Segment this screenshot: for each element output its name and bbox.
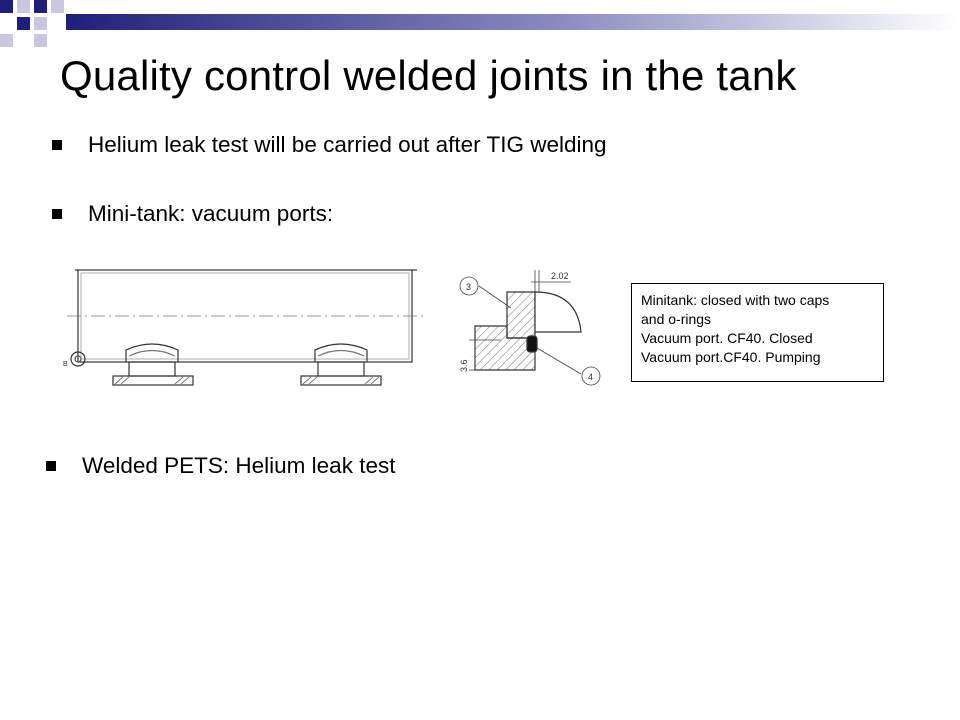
- bullet-square-icon: [46, 461, 56, 471]
- bullet-text: Helium leak test will be carried out aft…: [88, 132, 607, 157]
- note-line: and o-rings: [641, 311, 712, 327]
- deco-square: [34, 0, 47, 13]
- tank-drawing: B: [57, 258, 437, 396]
- deco-square: [34, 17, 47, 30]
- bullet-helium-test: Helium leak test will be carried out aft…: [52, 132, 607, 158]
- dim-label-side: 3.6: [459, 359, 469, 372]
- detail-letter: B: [63, 361, 68, 368]
- note-line: Vacuum port.CF40. Pumping: [641, 349, 821, 365]
- deco-square: [0, 34, 13, 47]
- bullet-text: Welded PETS: Helium leak test: [82, 453, 396, 478]
- deco-square: [0, 0, 13, 13]
- bullet-text: Mini-tank: vacuum ports:: [88, 201, 334, 226]
- deco-square: [51, 0, 64, 13]
- deco-gradient-bar: [66, 14, 960, 30]
- bullet-welded-pets: Welded PETS: Helium leak test: [46, 453, 395, 479]
- corner-decoration: [0, 0, 960, 47]
- deco-square: [17, 17, 30, 30]
- callout-3: 3: [466, 282, 471, 292]
- bullet-square-icon: [52, 209, 62, 219]
- seal-detail-drawing: 2.02 3.6 3 4: [441, 256, 621, 392]
- callout-4: 4: [588, 372, 593, 382]
- minitank-note-box: Minitank: closed with two caps and o-rin…: [631, 283, 884, 382]
- slide-title: Quality control welded joints in the tan…: [60, 52, 797, 99]
- dim-label-top: 2.02: [551, 271, 569, 281]
- note-line: Minitank: closed with two caps: [641, 292, 830, 308]
- bullet-mini-tank: Mini-tank: vacuum ports:: [52, 201, 333, 227]
- bullet-square-icon: [52, 140, 62, 150]
- note-line: Vacuum port. CF40. Closed: [641, 330, 813, 346]
- deco-square: [17, 0, 30, 13]
- deco-square: [34, 34, 47, 47]
